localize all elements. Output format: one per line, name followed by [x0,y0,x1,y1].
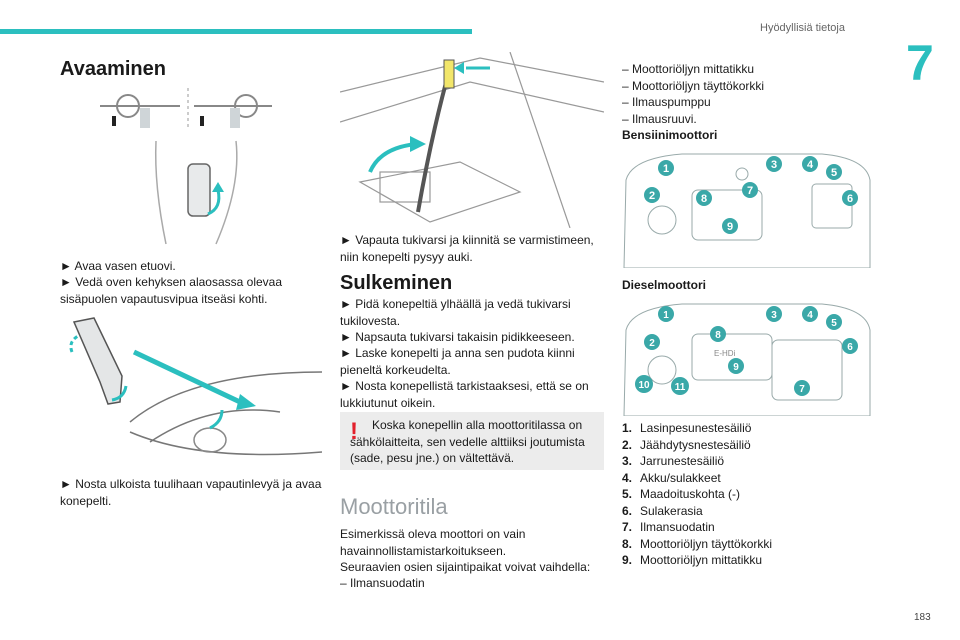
opening-step-2: ► Vedä oven kehyksen alaosassa olevaa si… [60,275,283,306]
marker-label: 1 [663,163,669,175]
list-item: 3.Jarrunestesäiliö [622,454,725,468]
list-item: 2.Jäähdytysnestesäiliö [622,437,751,452]
opening-step-1: ► Avaa vasen etuovi. [60,259,176,273]
marker-label: 2 [649,338,655,349]
marker-label: 4 [807,310,813,321]
engine-badge-text: E-HDi [714,349,736,358]
marker-label: 5 [831,318,837,329]
warning-text: Koska konepellin alla moottoritilassa on… [350,418,585,465]
diesel-engine-illustration: E-HDi 1 2 3 4 5 6 7 8 9 10 11 [622,300,872,416]
heading-closing: Sulkeminen [340,272,453,294]
marker-label: 2 [649,190,655,202]
list-item: – Ilmausruuvi. [622,111,697,126]
list-item: 6.Sulakerasia [622,503,703,518]
marker-label: 8 [715,330,721,341]
engine-intro-1: Esimerkissä oleva moottori on vain havai… [340,527,526,558]
marker-label: 5 [831,167,837,179]
prop-rod-illustration [340,52,604,228]
page-number: 183 [914,612,931,623]
marker-label: 3 [771,310,777,321]
petrol-engine-heading: Bensiinimoottori [622,128,718,142]
marker-label: 1 [663,310,669,321]
opening-step-3: ► Nosta ulkoista tuulihaan vapautinlevyä… [60,477,322,508]
diesel-engine-heading: Dieselmoottori [622,278,707,292]
warning-icon: ! [350,418,358,445]
marker-label: 9 [733,362,739,373]
prop-rod-step: ► Vapauta tukivarsi ja kiinnitä se varmi… [340,233,594,264]
marker-label: 7 [799,384,805,395]
marker-label: 4 [807,159,814,171]
engine-parts-legend: 1.Lasinpesunestesäiliö 2.Jäähdytysnestes… [622,420,898,569]
door-lever-illustration [96,86,276,246]
list-item: 9.Moottoriöljyn mittatikku [622,553,763,567]
list-item: 7.Ilmansuodatin [622,520,715,534]
chapter-number: 7 [906,35,934,91]
list-item: 1.Lasinpesunestesäiliö [622,421,752,435]
warning-box: ! Koska konepellin alla moottoritilassa … [340,412,604,470]
closing-step-1: ► Pidä konepeltiä ylhäällä ja vedä tukiv… [340,297,571,328]
hood-release-illustration [60,312,322,468]
list-item: – Moottoriöljyn täyttökorkki [622,78,765,93]
marker-label: 6 [847,193,853,205]
heading-engine-bay: Moottoritila [340,494,448,519]
marker-label: 7 [747,185,753,197]
variable-parts-list: – Moottoriöljyn mittatikku – Moottoriölj… [622,61,898,127]
engine-dash-item: – Ilmansuodatin [340,576,425,590]
list-item: – Moottoriöljyn mittatikku [622,62,755,76]
marker-label: 6 [847,342,853,353]
marker-label: 9 [727,221,733,233]
header-accent-bar [0,29,472,34]
closing-step-2: ► Napsauta tukivarsi takaisin pidikkeese… [340,330,575,344]
marker-label: 3 [771,159,777,171]
chapter-title: Hyödyllisiä tietoja [760,22,845,34]
marker-label: 11 [675,382,686,393]
engine-intro-2: Seuraavien osien sijaintipaikat voivat v… [340,560,591,574]
closing-step-4: ► Nosta konepellistä tarkistaaksesi, ett… [340,379,589,410]
list-item: – Ilmauspumppu [622,95,711,109]
list-item: 4.Akku/sulakkeet [622,470,721,485]
petrol-engine-illustration: 1 2 3 4 5 6 7 8 9 [622,150,872,268]
heading-opening: Avaaminen [60,58,166,80]
closing-step-3: ► Laske konepelti ja anna sen pudota kii… [340,346,575,377]
marker-label: 10 [638,380,650,391]
list-item: 5.Maadoituskohta (-) [622,487,741,501]
list-item: 8.Moottoriöljyn täyttökorkki [622,536,773,551]
marker-label: 8 [701,193,707,205]
